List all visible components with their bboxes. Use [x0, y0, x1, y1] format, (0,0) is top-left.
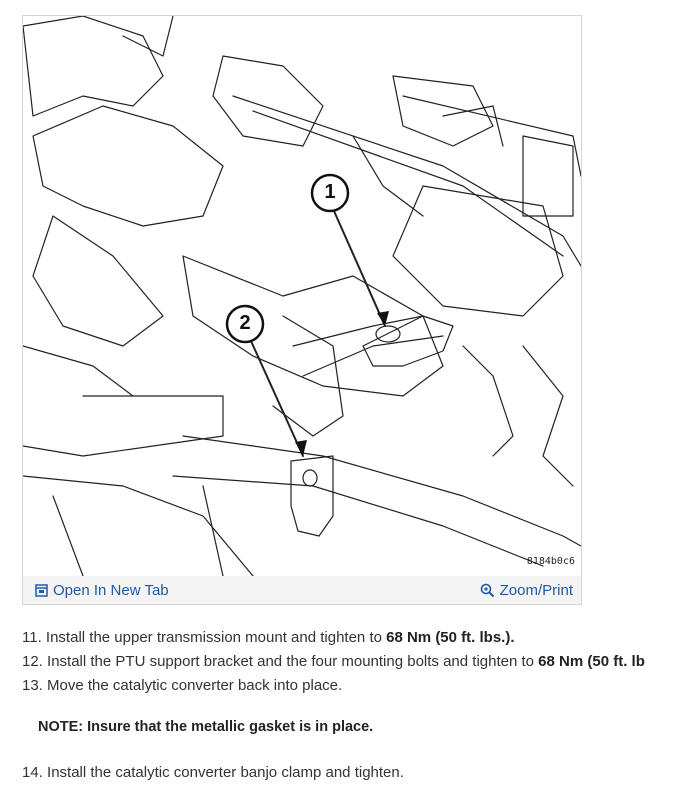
open-in-new-tab-link[interactable]: Open In New Tab	[35, 582, 169, 599]
note-text: NOTE: Insure that the metallic gasket is…	[38, 719, 374, 735]
step-text: Move the catalytic converter back into p…	[47, 677, 343, 694]
step-11: 11. Install the upper transmission mount…	[22, 626, 687, 650]
step-number: 11.	[22, 629, 42, 646]
zoom-icon	[480, 583, 494, 598]
step-text: Install the catalytic converter banjo cl…	[47, 764, 404, 781]
open-in-new-tab-icon	[35, 584, 48, 597]
step-12: 12. Install the PTU support bracket and …	[22, 650, 687, 674]
callout-2: 2	[239, 312, 251, 334]
open-in-new-tab-label: Open In New Tab	[53, 582, 169, 599]
step-text: Install the upper transmission mount and…	[45, 629, 387, 646]
step-text: Install the PTU support bracket and the …	[47, 653, 539, 670]
step-torque: 68 Nm (50 ft. lb	[538, 653, 645, 670]
zoom-print-label: Zoom/Print	[499, 582, 573, 599]
step-number: 12.	[22, 653, 43, 670]
step-14: 14. Install the catalytic converter banj…	[22, 764, 404, 781]
callout-1: 1	[324, 181, 336, 203]
figure-container: 1 2 8184b0c6 Open In New Tab Zoom/Print	[22, 15, 582, 605]
step-number: 13.	[22, 677, 43, 694]
step-13: 13. Move the catalytic converter back in…	[22, 674, 687, 698]
zoom-print-link[interactable]: Zoom/Print	[480, 582, 573, 599]
step-torque: 68 Nm (50 ft. lbs.).	[386, 629, 515, 646]
figure-footer: Open In New Tab Zoom/Print	[23, 576, 581, 604]
procedure-steps: 11. Install the upper transmission mount…	[22, 626, 687, 698]
figure-id: 8184b0c6	[526, 556, 575, 567]
exploded-view-diagram	[23, 16, 581, 576]
step-number: 14.	[22, 764, 43, 781]
